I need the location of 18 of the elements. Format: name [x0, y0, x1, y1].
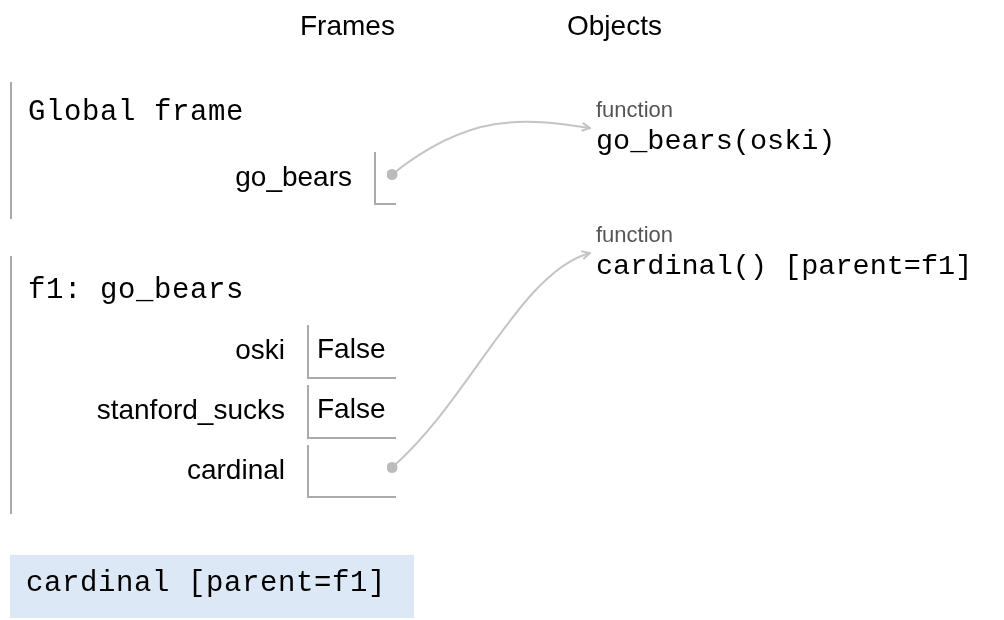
- object-type: function: [596, 97, 674, 123]
- value-text: False: [317, 393, 386, 425]
- variable-name: oski: [235, 334, 285, 366]
- variable-name: cardinal: [186, 453, 285, 486]
- frame-panel: [10, 555, 414, 618]
- pointer-arrow: [386, 251, 591, 473]
- frame-title: f1: go_bears: [28, 274, 245, 307]
- variable-name: go_bears: [235, 160, 352, 193]
- frame-title: cardinal [parent=f1]: [26, 567, 387, 600]
- pointer-arrow: [386, 120, 591, 180]
- variable-name: stanford_sucks: [96, 394, 285, 426]
- column-heading: Frames: [300, 10, 395, 42]
- object-name: cardinal() [parent=f1]: [596, 250, 973, 283]
- frame-title: Global frame: [28, 96, 245, 129]
- object-name: go_bears(oski): [596, 125, 836, 158]
- column-heading: Objects: [567, 10, 662, 42]
- value-text: False: [317, 333, 386, 365]
- object-type: function: [596, 222, 674, 248]
